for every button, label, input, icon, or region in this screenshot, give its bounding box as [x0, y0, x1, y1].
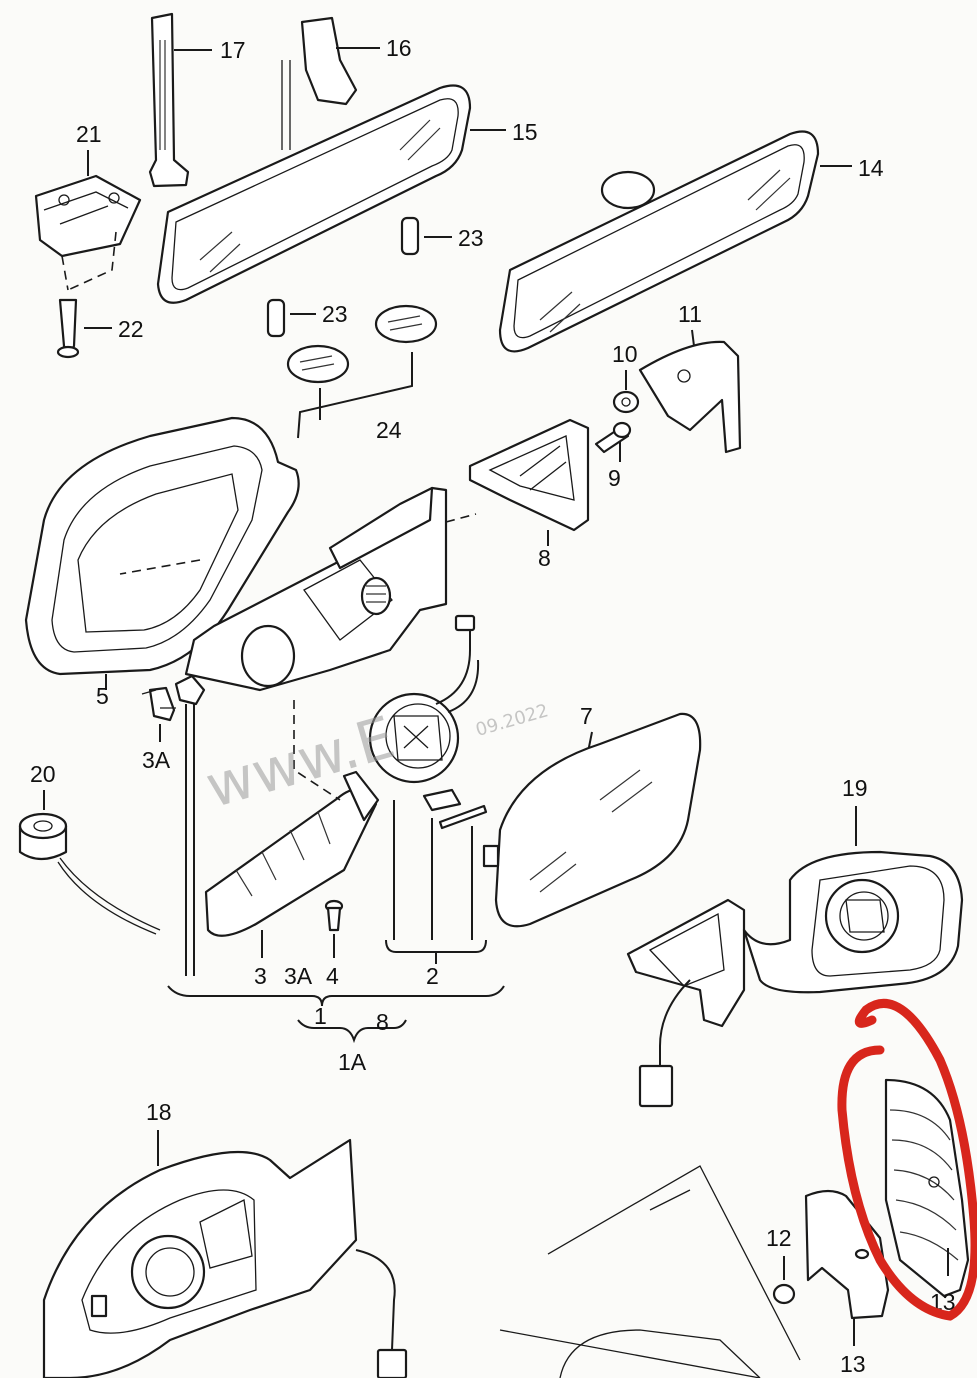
label-23-upper: 23: [458, 225, 484, 251]
part-17-mount-post: [148, 12, 212, 188]
part-23-bulb-lower: [266, 298, 316, 338]
part-10-nut: [612, 370, 640, 414]
part-8-mount-foot: [468, 418, 590, 546]
label-8-bracket: 8: [376, 1009, 389, 1035]
part-9-bolt: [594, 421, 632, 462]
label-1A: 1A: [338, 1049, 367, 1075]
label-21: 21: [76, 121, 102, 147]
part-23-bulb-upper: [400, 216, 452, 256]
label-3A-upper: 3A: [142, 747, 171, 773]
label-18: 18: [146, 1099, 172, 1125]
part-3-lower-cover: [204, 770, 380, 958]
label-10: 10: [612, 341, 638, 367]
label-4: 4: [326, 963, 339, 989]
part-4-screw: [324, 899, 344, 958]
part-20-lamp: [18, 790, 161, 935]
label-15: 15: [512, 119, 538, 145]
part-11-cover: [638, 329, 742, 454]
part-3A-clip-upper: [141, 686, 176, 742]
part-16-cover: [281, 16, 380, 150]
part-7-mirror-glass: [482, 712, 702, 928]
label-8: 8: [538, 545, 551, 571]
label-2: 2: [426, 963, 439, 989]
label-13: 13: [840, 1351, 866, 1377]
label-12: 12: [766, 1225, 792, 1251]
label-3A-lower: 3A: [284, 963, 313, 989]
label-16: 16: [386, 35, 412, 61]
part-1-base-plate: [119, 486, 477, 706]
label-7: 7: [580, 703, 593, 729]
part-18-mirror-assembly: [42, 1130, 408, 1378]
part-13-window-area: [499, 1165, 890, 1378]
label-24: 24: [376, 417, 402, 443]
label-11: 11: [678, 301, 702, 327]
part-15-interior-mirror: [156, 84, 506, 304]
label-1: 1: [314, 1003, 327, 1029]
label-5: 5: [96, 683, 109, 709]
label-20: 20: [30, 761, 56, 787]
part-24-caps: [286, 304, 438, 439]
part-13-highlighted-cover: [884, 1078, 970, 1298]
label-19: 19: [842, 775, 868, 801]
part-21-bracket: [34, 150, 142, 291]
label-22: 22: [118, 316, 144, 342]
watermark-date: 09.2022: [473, 700, 550, 741]
label-3: 3: [254, 963, 267, 989]
label-17: 17: [220, 37, 246, 63]
red-highlight-circle: [837, 998, 977, 1321]
part-5-mirror-housing: [24, 416, 300, 690]
part-12-nut: [772, 1256, 796, 1305]
part-14-interior-mirror: [498, 130, 852, 353]
assembly-bracket-1A: [167, 700, 505, 1044]
part-22-screw: [56, 298, 112, 359]
part-2-adjuster-motor: [368, 614, 488, 964]
label-23-lower: 23: [322, 301, 348, 327]
label-9: 9: [608, 465, 621, 491]
label-14: 14: [858, 155, 884, 181]
part-19-mirror-assembly: [626, 806, 964, 1108]
